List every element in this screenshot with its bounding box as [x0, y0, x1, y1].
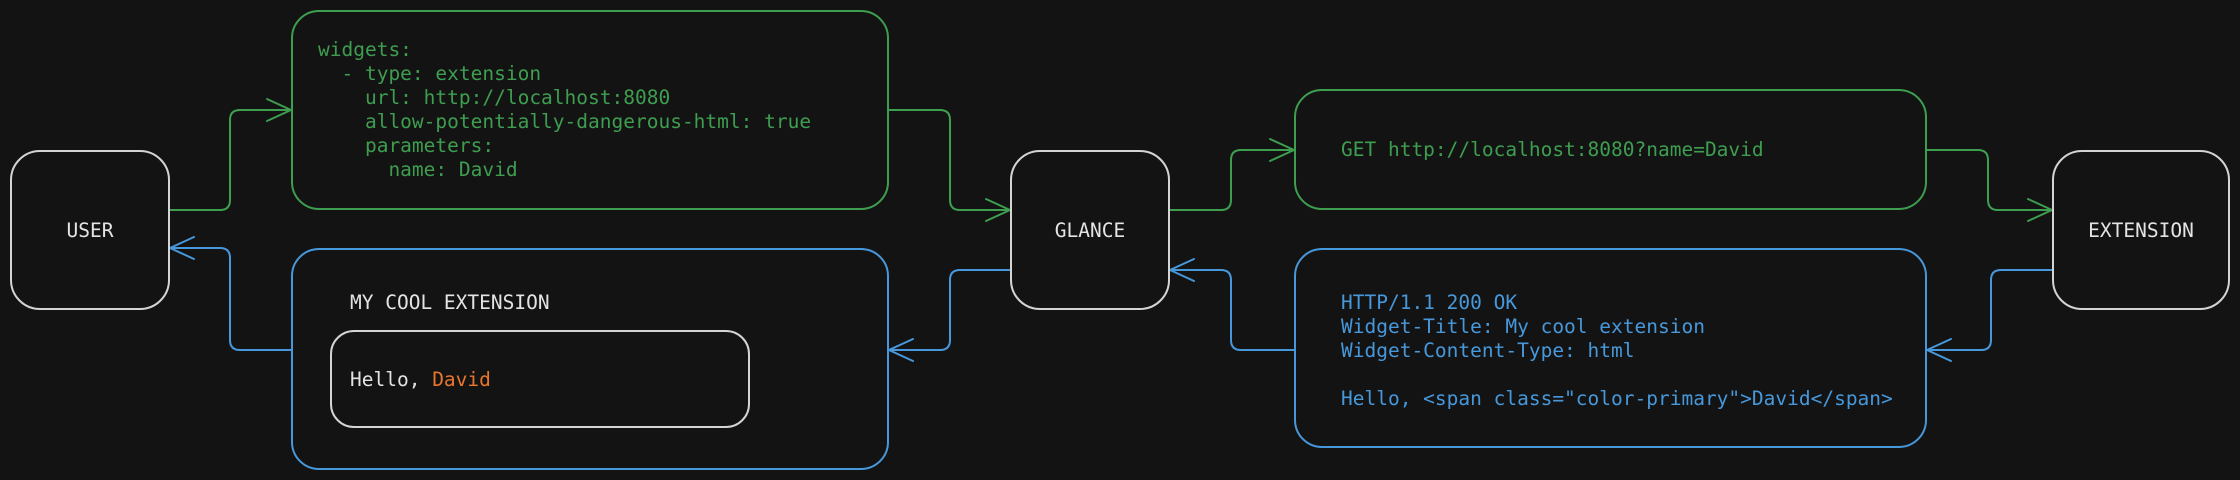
http-request-box: GET http://localhost:8080?name=David [1294, 89, 1927, 210]
arrow-glance-to-widget [888, 269, 1010, 362]
arrow-config-to-glance [889, 109, 1011, 222]
response-line: HTTP/1.1 200 OK [1341, 291, 1518, 314]
arrow-response-to-glance [1169, 258, 1294, 351]
arrow-extension-to-response [1926, 269, 2052, 362]
arrow-widget-to-user [169, 236, 291, 351]
greeting-name: David [432, 367, 491, 391]
widget-preview-box: MY COOL EXTENSION Hello, David [291, 248, 889, 470]
config-line: allow-potentially-dangerous-html: true [318, 110, 812, 133]
greeting-prefix: Hello, [350, 367, 433, 391]
widget-greeting-box: Hello, David [330, 330, 750, 428]
arrow-user-to-config [170, 98, 292, 211]
http-request-text: GET http://localhost:8080?name=David [1341, 138, 1764, 161]
response-line [1341, 363, 1925, 387]
http-response-box: HTTP/1.1 200 OK Widget-Title: My cool ex… [1294, 248, 1927, 448]
config-line: parameters: [318, 134, 495, 157]
node-glance-label: GLANCE [1054, 218, 1126, 242]
config-line: widgets: [318, 38, 412, 61]
response-line: Widget-Title: My cool extension [1341, 315, 1705, 338]
arrow-glance-to-request [1170, 138, 1295, 211]
node-user: USER [10, 150, 170, 310]
config-line: url: http://localhost:8080 [318, 86, 671, 109]
arrow-request-to-extension [1927, 149, 2053, 222]
config-line: - type: extension [318, 62, 542, 85]
node-extension: EXTENSION [2052, 150, 2230, 310]
config-yaml-box: widgets: - type: extension url: http://l… [291, 10, 889, 210]
node-glance: GLANCE [1010, 150, 1170, 310]
node-user-label: USER [66, 218, 114, 242]
response-line: Widget-Content-Type: html [1341, 339, 1635, 362]
node-extension-label: EXTENSION [2088, 218, 2194, 242]
widget-title: MY COOL EXTENSION [350, 291, 550, 314]
response-line: Hello, <span class="color-primary">David… [1341, 387, 1893, 410]
config-line: name: David [318, 158, 518, 181]
